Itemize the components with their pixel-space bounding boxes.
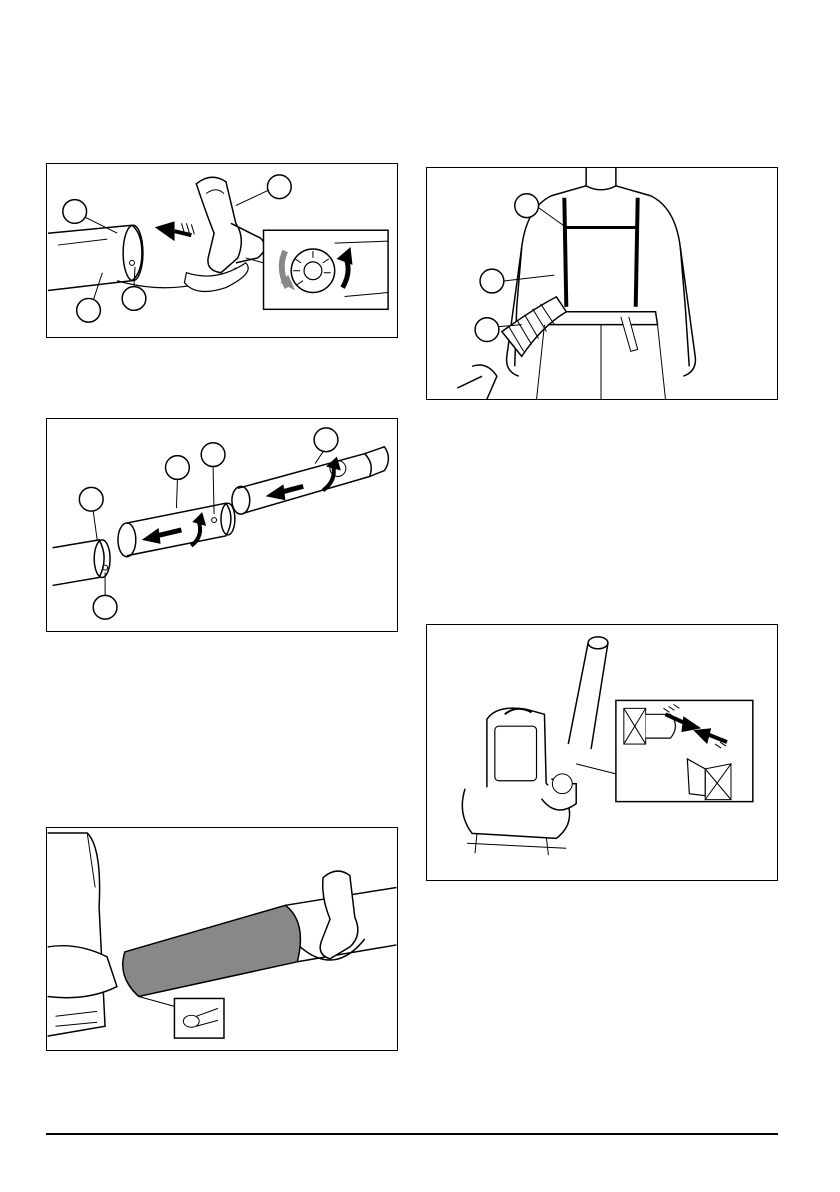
callout-circle-icon xyxy=(79,428,338,619)
inset-detail xyxy=(616,700,753,801)
tube-assembly-illustration xyxy=(47,419,397,631)
callout-circle-icon xyxy=(63,175,291,322)
inset-detail xyxy=(174,998,224,1038)
figure-hose-cover xyxy=(46,827,398,1051)
buckle-illustration xyxy=(427,625,777,880)
handle-attach-illustration xyxy=(47,164,397,337)
figure-harness xyxy=(426,167,778,400)
harness-illustration xyxy=(427,168,777,399)
figure-tube-assembly xyxy=(46,418,398,632)
figure-buckle xyxy=(426,624,778,881)
footer-rule xyxy=(46,1133,778,1135)
hose-cover-illustration xyxy=(47,828,397,1050)
figure-handle-attach xyxy=(46,163,398,338)
